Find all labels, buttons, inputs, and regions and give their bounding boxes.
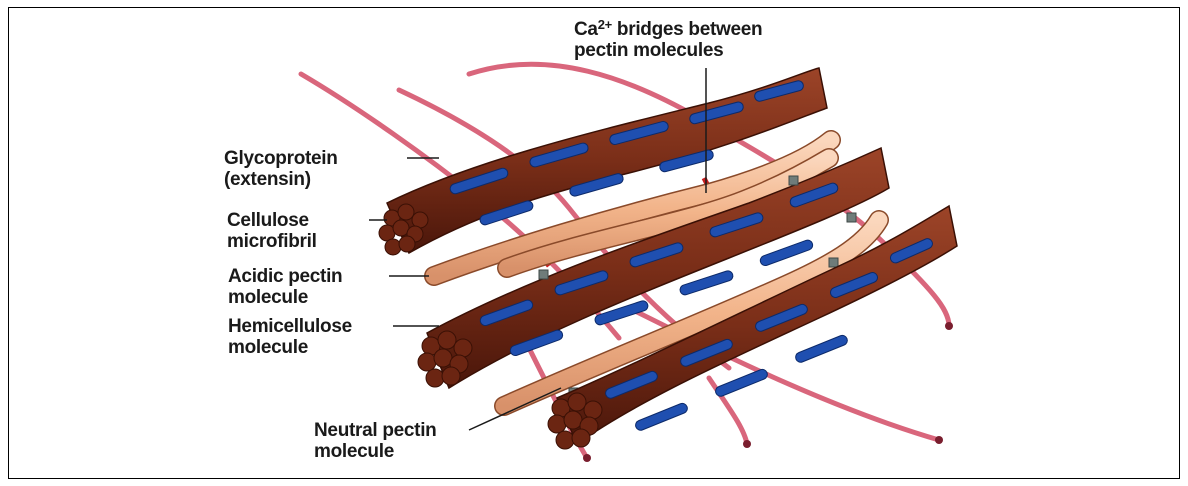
- label-glycoprotein: Glycoprotein (extensin): [224, 148, 338, 190]
- microfibril-end: [548, 393, 602, 449]
- acidic-pectin-line1: Acidic pectin: [228, 266, 342, 287]
- cellulose-line1: Cellulose: [227, 210, 317, 231]
- ca-line1-rest: bridges between: [612, 19, 762, 40]
- label-cellulose: Cellulose microfibril: [227, 210, 317, 252]
- label-hemicellulose: Hemicellulose molecule: [228, 316, 352, 358]
- ca-superscript: 2+: [598, 17, 612, 32]
- cell-wall-diagram: [9, 8, 1180, 479]
- cellulose-line2: microfibril: [227, 231, 317, 252]
- glycoprotein-line1: Glycoprotein: [224, 148, 338, 169]
- glycoprotein-line2: (extensin): [224, 169, 338, 190]
- hemicellulose-line1: Hemicellulose: [228, 316, 352, 337]
- ca-prefix: Ca: [574, 19, 598, 40]
- diagram-frame: Ca2+ bridges between pectin molecules Gl…: [8, 7, 1180, 479]
- label-acidic-pectin: Acidic pectin molecule: [228, 266, 342, 308]
- ca-line2: pectin molecules: [574, 40, 762, 61]
- label-ca-bridges: Ca2+ bridges between pectin molecules: [574, 14, 762, 61]
- neutral-pectin-line1: Neutral pectin: [314, 420, 437, 441]
- acidic-pectin-line2: molecule: [228, 287, 342, 308]
- neutral-pectin-line2: molecule: [314, 441, 437, 462]
- label-neutral-pectin: Neutral pectin molecule: [314, 420, 437, 462]
- hemicellulose-line2: molecule: [228, 337, 352, 358]
